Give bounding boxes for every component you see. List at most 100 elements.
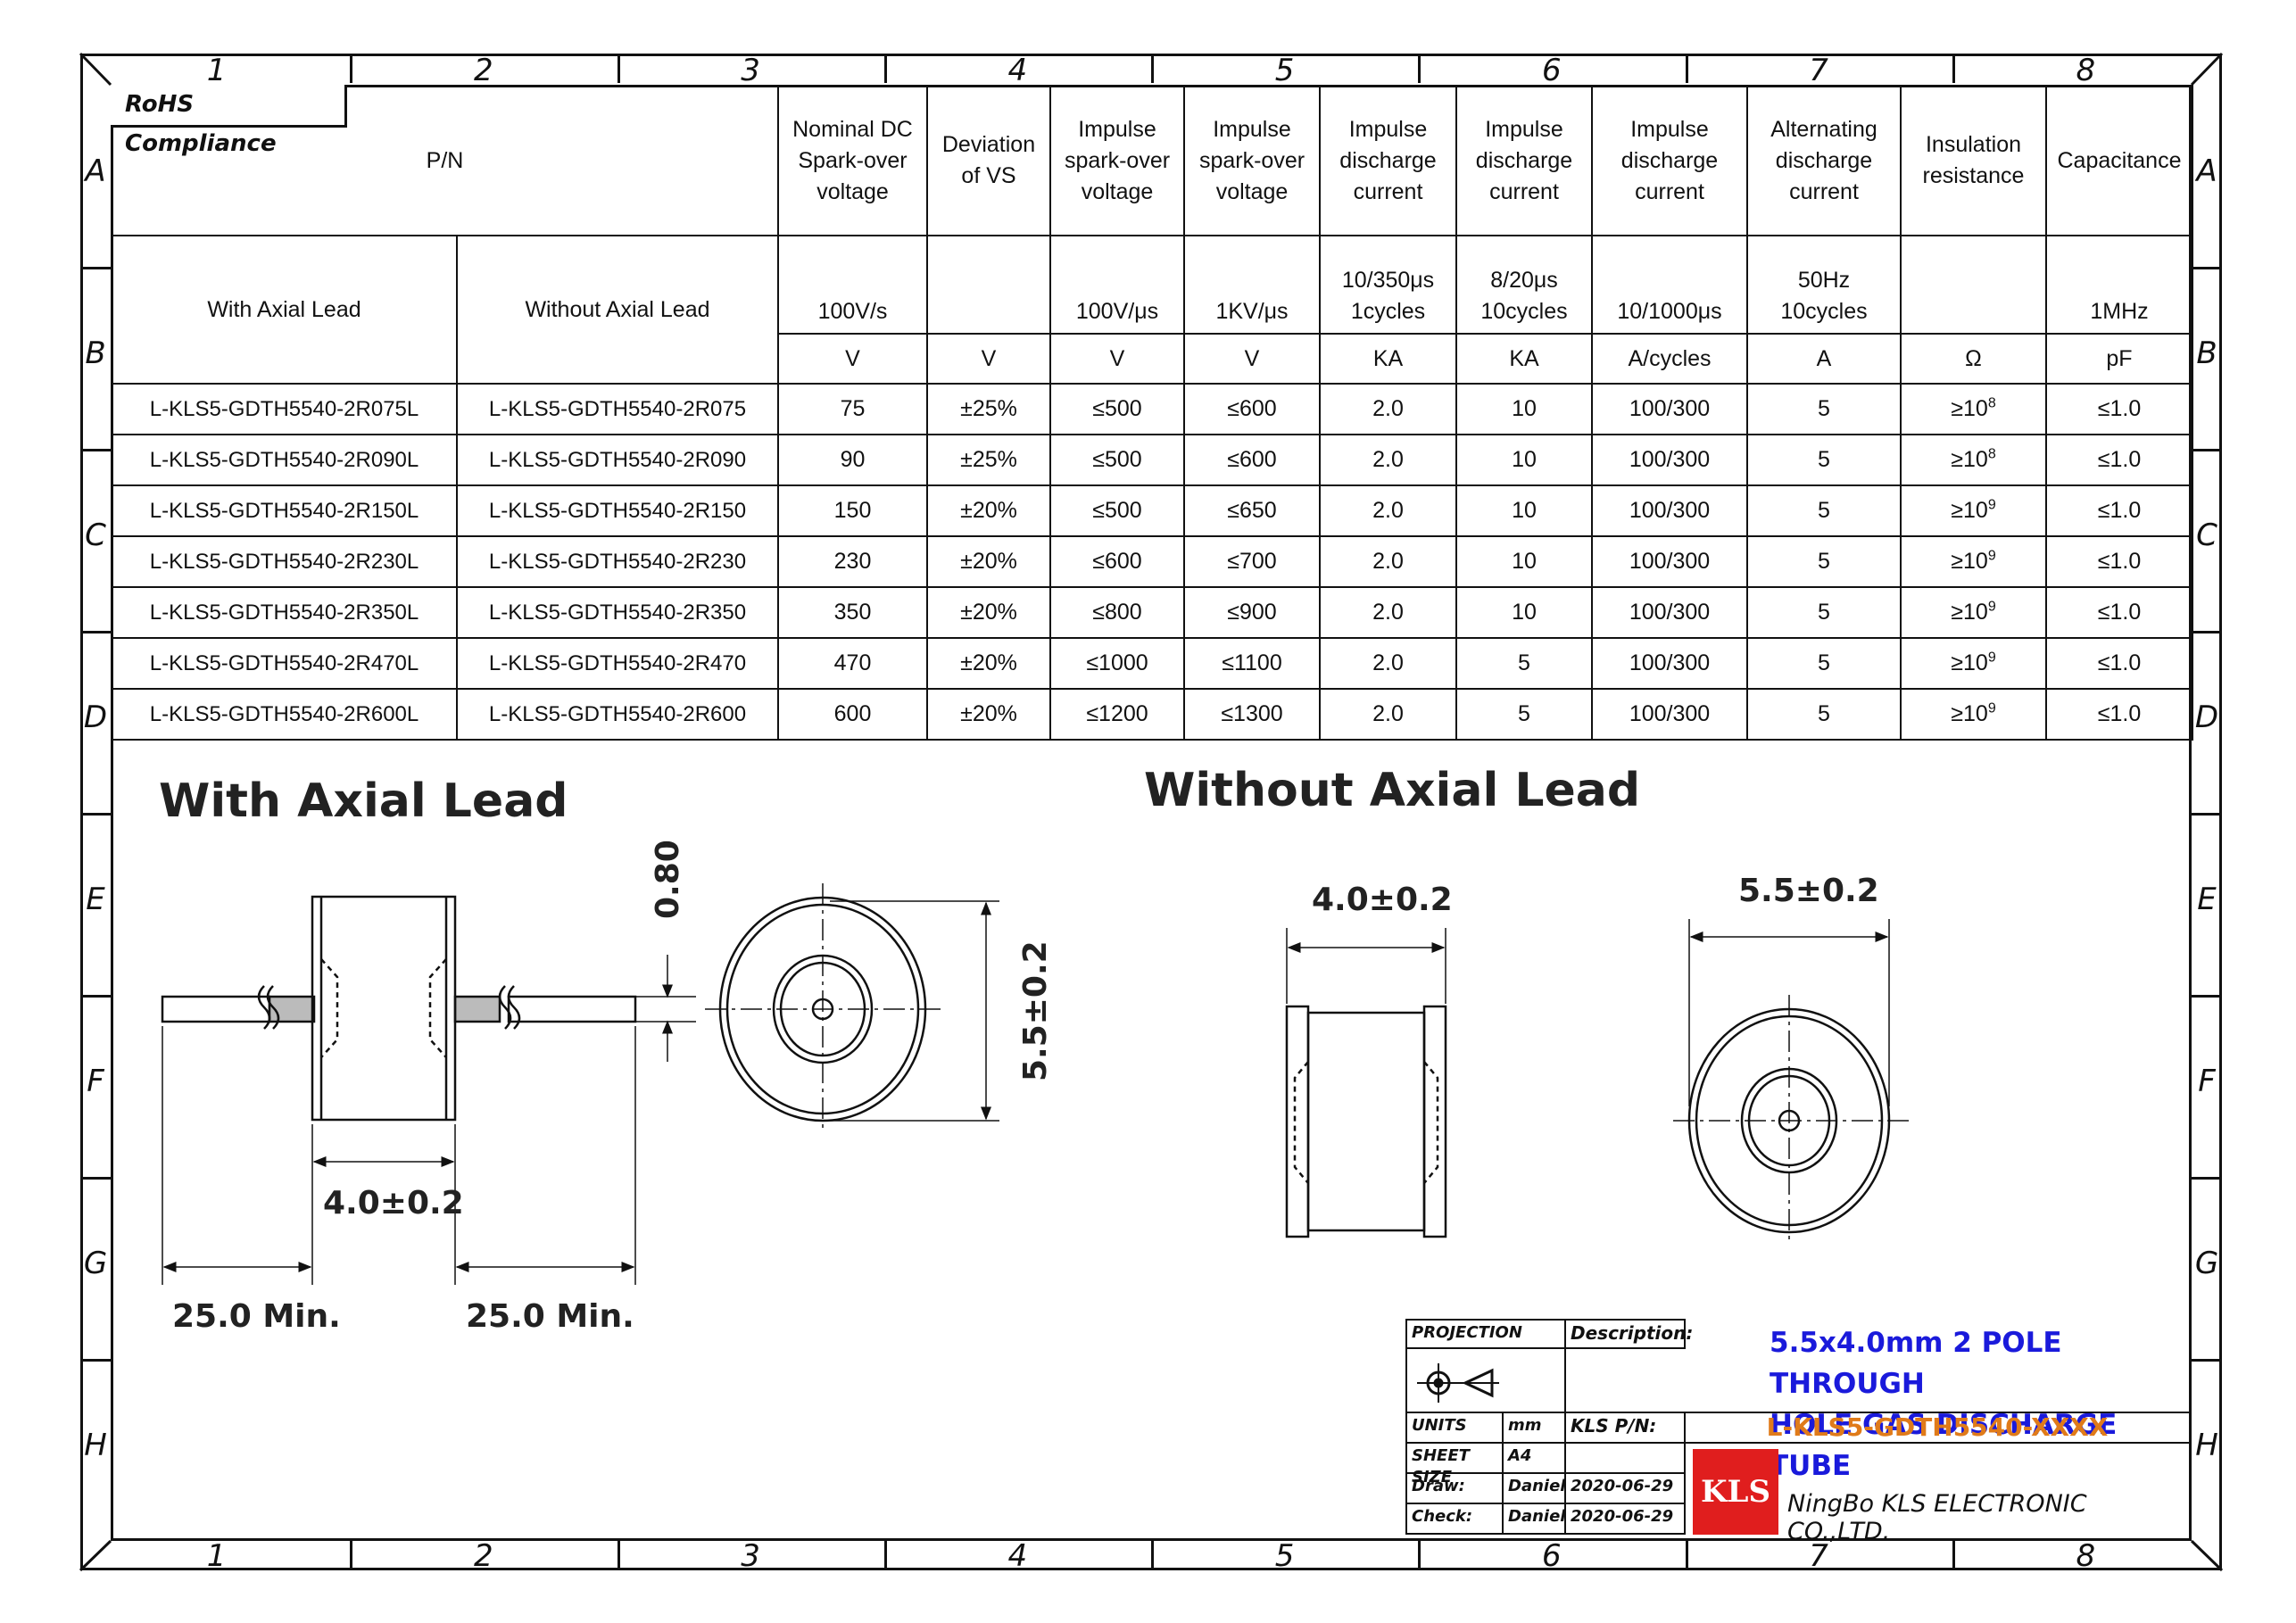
table-cell: 10 xyxy=(1455,535,1593,588)
pn-with-lead: L-KLS5-GDTH5540-2R075L xyxy=(111,383,458,435)
header-line: 1MHz xyxy=(2090,299,2149,324)
table-cell: ≤500 xyxy=(1049,484,1185,537)
zone-number-6: 6 xyxy=(1542,1538,1562,1574)
axial-lead-front-view xyxy=(705,883,999,1133)
cell-value: ≤700 xyxy=(1227,549,1277,574)
cell-value: 90 xyxy=(840,447,866,472)
dim-diameter: 5.5±0.2 xyxy=(1017,940,1054,1081)
cell-value: ≥10 xyxy=(1951,701,1988,726)
column-unit: V xyxy=(777,333,928,385)
zone-divider xyxy=(350,1541,353,1570)
cell-value: 2.0 xyxy=(1372,396,1404,421)
table-cell: 100/300 xyxy=(1591,637,1748,690)
cell-value: ≤1.0 xyxy=(2097,650,2142,675)
zone-divider xyxy=(80,1177,111,1180)
with-axial-lead-title: With Axial Lead xyxy=(159,774,568,828)
cell-value: ≥10 xyxy=(1951,396,1988,421)
rohs-compliance-label: RoHS Compliance xyxy=(111,85,347,157)
zone-divider xyxy=(1418,54,1422,83)
table-cell: 600 xyxy=(777,688,928,741)
dim-lead-left: 25.0 Min. xyxy=(172,1298,341,1335)
table-cell: 2.0 xyxy=(1319,637,1457,690)
projection-symbol-cell xyxy=(1405,1347,1566,1413)
column-unit: V xyxy=(926,333,1051,385)
column-condition xyxy=(1900,235,2047,335)
zone-letter-D: D xyxy=(83,700,108,735)
pn-without-lead: L-KLS5-GDTH5540-2R600 xyxy=(456,688,779,741)
column-condition: 10/350μs 1cycles xyxy=(1319,235,1457,335)
column-unit: A xyxy=(1746,333,1902,385)
no-lead-front-view xyxy=(1673,919,1910,1245)
zone-letter-A: A xyxy=(85,153,106,189)
zone-letter-F: F xyxy=(87,1064,104,1099)
table-cell: ±25% xyxy=(926,434,1051,486)
zone-divider xyxy=(80,631,111,633)
pn-with-lead: L-KLS5-GDTH5540-2R090L xyxy=(111,434,458,486)
column-unit: KA xyxy=(1319,333,1457,385)
cell-value: ±25% xyxy=(960,396,1017,421)
pn-without-lead: L-KLS5-GDTH5540-2R075 xyxy=(456,383,779,435)
cell-value: ≤600 xyxy=(1092,549,1142,574)
dim-body-width: 4.0±0.2 xyxy=(323,1185,464,1221)
zone-letter-H: H xyxy=(2195,1428,2218,1463)
zone-letter-E: E xyxy=(2197,882,2217,917)
zone-divider xyxy=(1952,1541,1955,1570)
cell-value: ≤1000 xyxy=(1086,650,1148,675)
zone-divider xyxy=(2192,995,2222,998)
table-cell: 75 xyxy=(777,383,928,435)
cell-exponent: 8 xyxy=(1987,446,1996,462)
column-unit: pF xyxy=(2045,333,2193,385)
cell-value: 5 xyxy=(1818,549,1830,574)
header-line: voltage xyxy=(1081,178,1154,204)
cell-value: 5 xyxy=(1518,650,1530,675)
table-cell: 100/300 xyxy=(1591,586,1748,639)
cell-value: 5 xyxy=(1818,650,1830,675)
header-line: 1cycles xyxy=(1350,299,1426,324)
zone-divider xyxy=(2192,813,2222,816)
header-line: Impulse xyxy=(1348,116,1428,142)
zone-divider xyxy=(350,54,353,83)
pn-with-lead: L-KLS5-GDTH5540-2R470L xyxy=(111,637,458,690)
pn-without-lead: L-KLS5-GDTH5540-2R470 xyxy=(456,637,779,690)
kls-pn-cell xyxy=(1684,1412,2191,1444)
header-line: 1KV/μs xyxy=(1215,299,1289,324)
header-line: voltage xyxy=(1215,178,1289,204)
cell-value: ≤1.0 xyxy=(2097,701,2142,726)
zone-letter-G: G xyxy=(83,1246,108,1281)
table-cell: 2.0 xyxy=(1319,434,1457,486)
header-line: voltage xyxy=(816,178,889,204)
sheet-size-label: SHEET SIZE xyxy=(1405,1442,1504,1486)
table-cell: ≥108 xyxy=(1900,383,2047,435)
zone-number-5: 5 xyxy=(1274,53,1295,88)
header-line: 10/350μs xyxy=(1341,268,1435,293)
table-cell: ≤1.0 xyxy=(2045,637,2193,690)
header-line: Impulse xyxy=(1485,116,1563,142)
table-cell: ±20% xyxy=(926,688,1051,741)
table-cell: ≤1.0 xyxy=(2045,434,2193,486)
column-unit: V xyxy=(1049,333,1185,385)
kls-pn-label: KLS P/N: xyxy=(1564,1412,1686,1444)
header-line: 50Hz xyxy=(1797,268,1851,293)
description-line-1: 5.5x4.0mm 2 POLE THROUGH xyxy=(1770,1327,2062,1400)
cell-value: ≤500 xyxy=(1092,396,1142,421)
zone-divider xyxy=(1151,54,1154,83)
cell-value: 100/300 xyxy=(1629,549,1711,574)
no-lead-side-view xyxy=(1285,928,1447,1238)
table-cell: ≤1200 xyxy=(1049,688,1185,741)
header-line: 10/1000μs xyxy=(1617,299,1722,324)
column-condition: 100V/μs xyxy=(1049,235,1185,335)
zone-divider xyxy=(1418,1541,1422,1570)
zone-divider xyxy=(80,449,111,451)
table-cell: ≤600 xyxy=(1183,383,1321,435)
zone-letter-B: B xyxy=(2196,335,2217,371)
